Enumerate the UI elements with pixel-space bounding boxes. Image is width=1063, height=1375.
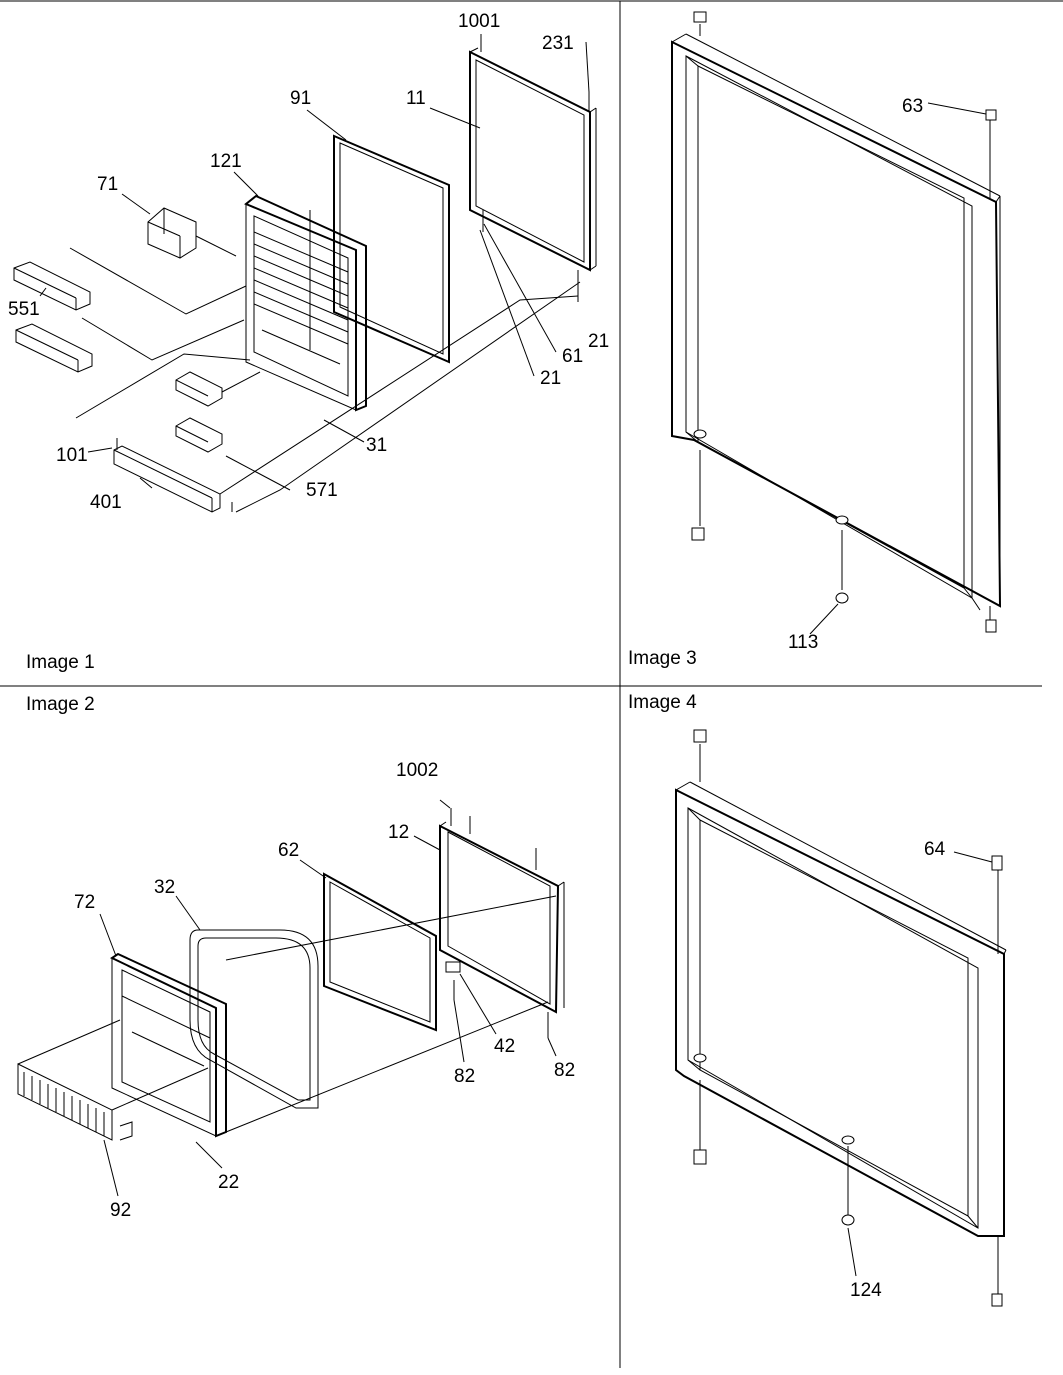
- frame-image4: [675, 744, 1007, 1294]
- image4-panel: 64 124 Image 4: [628, 692, 1007, 1307]
- image1-leaders: [39, 41, 590, 489]
- gasket-91: [333, 134, 450, 364]
- callout-82-a: 82: [454, 1066, 475, 1087]
- drawer-32: [189, 929, 319, 1109]
- callout-64: 64: [924, 839, 946, 860]
- frame-image3-fasteners: [691, 11, 997, 633]
- callout-231: 231: [542, 33, 574, 54]
- callout-32: 32: [154, 877, 175, 898]
- callout-91: 91: [290, 88, 311, 109]
- image1-panel: 1001 231 91 11 121 71 551 61 21 21 101 3…: [8, 11, 609, 673]
- part-71: [147, 207, 237, 259]
- callout-71: 71: [97, 174, 118, 195]
- callout-62: 62: [278, 840, 299, 861]
- callout-12: 12: [388, 822, 409, 843]
- callout-401: 401: [90, 492, 122, 513]
- image3-panel: 63 113 Image 3: [628, 11, 1002, 669]
- callout-571: 571: [306, 480, 338, 501]
- callout-11: 11: [406, 88, 426, 109]
- rack-92: [17, 1019, 209, 1141]
- image2-panel: 1002 12 62 32 72 42 82 82 22 92 Image 2: [17, 694, 575, 1221]
- callout-63: 63: [902, 96, 923, 117]
- callout-22: 22: [218, 1172, 239, 1193]
- panel-caption-image4: Image 4: [628, 692, 697, 713]
- panel-caption-image3: Image 3: [628, 648, 697, 669]
- frame-image4-fasteners: [693, 729, 1003, 1307]
- door-121: [244, 194, 367, 412]
- door-shelves-571: [75, 353, 291, 491]
- callout-551: 551: [8, 299, 40, 320]
- callout-1002: 1002: [396, 760, 438, 781]
- callout-21-a: 21: [588, 331, 609, 352]
- frame-image3: [671, 24, 1002, 635]
- callout-72: 72: [74, 892, 95, 913]
- callout-92: 92: [110, 1200, 131, 1221]
- liner-panel-11: [469, 34, 597, 302]
- panel-caption-image2: Image 2: [26, 694, 95, 715]
- image3-callouts: 63 113 Image 3: [628, 96, 923, 669]
- callout-61: 61: [562, 346, 583, 367]
- liner-12: [439, 808, 565, 1038]
- callout-82-b: 82: [554, 1060, 575, 1081]
- callout-101: 101: [56, 445, 88, 466]
- image2-leaders: [99, 799, 557, 1197]
- callout-1001: 1001: [458, 11, 500, 32]
- image1-callouts: 1001 231 91 11 121 71 551 61 21 21 101 3…: [8, 11, 609, 673]
- door-72: [109, 952, 227, 1138]
- gasket-62: [323, 872, 437, 1032]
- callout-21-b: 21: [540, 368, 561, 389]
- callout-31: 31: [366, 435, 387, 456]
- image4-callouts: 64 124 Image 4: [628, 692, 946, 1301]
- bins-551: [13, 247, 247, 373]
- callout-121: 121: [210, 151, 242, 172]
- callout-113: 113: [788, 632, 818, 653]
- callout-124: 124: [850, 1280, 882, 1301]
- image2-callouts: 1002 12 62 32 72 42 82 82 22 92 Image 2: [26, 694, 575, 1221]
- bar-401: [113, 281, 581, 513]
- callout-42: 42: [494, 1036, 515, 1057]
- panel-caption-image1: Image 1: [26, 652, 95, 673]
